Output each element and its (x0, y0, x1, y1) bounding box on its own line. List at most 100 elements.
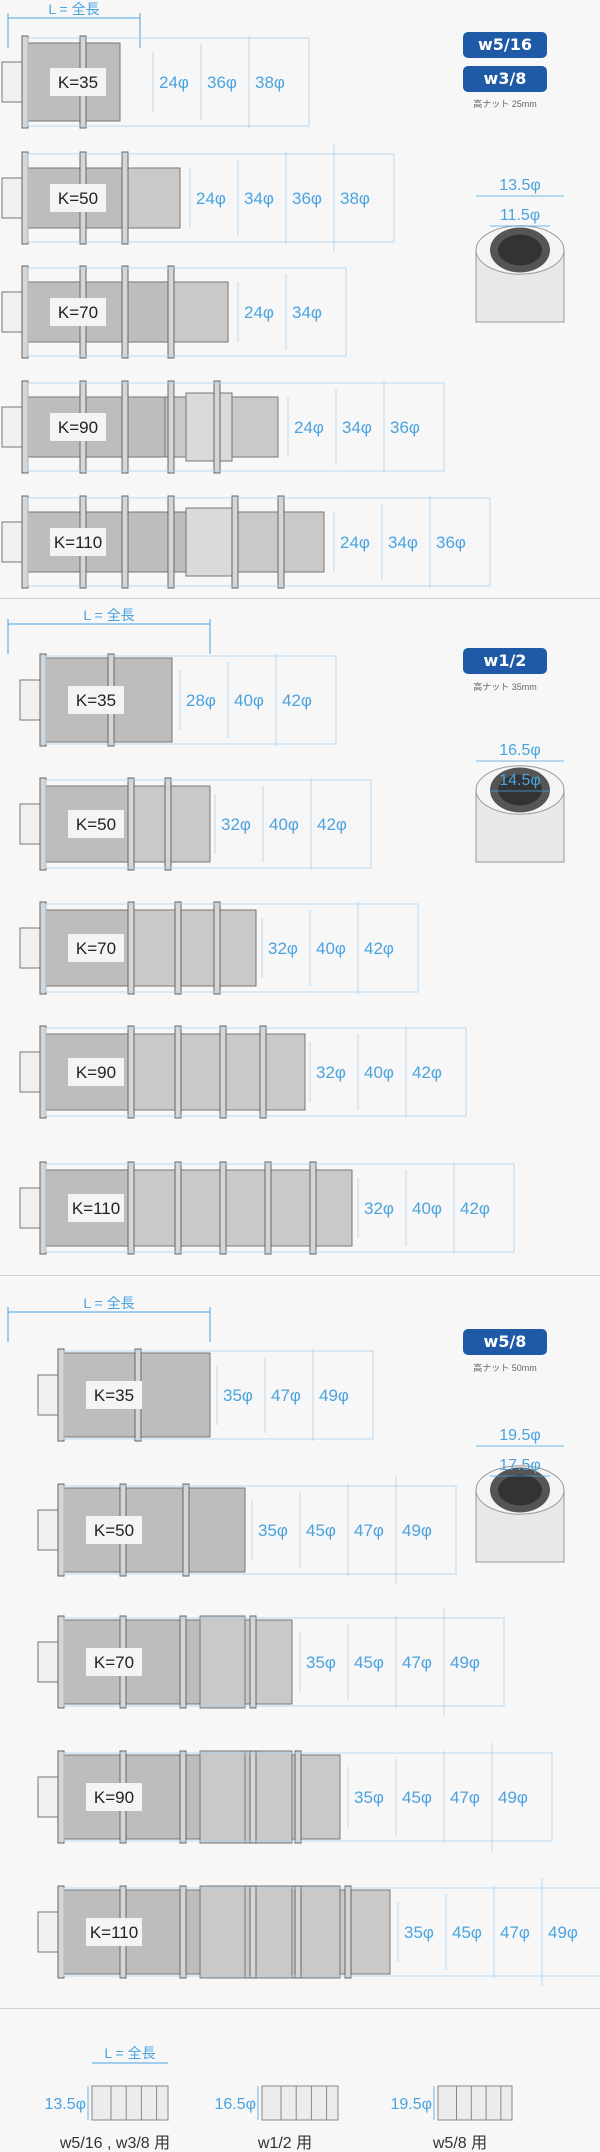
flange (219, 1025, 227, 1119)
diameter-label: 34φ (342, 418, 372, 437)
diameter-label: 45φ (354, 1653, 384, 1672)
flange (213, 901, 221, 995)
k-label: K=90 (76, 1063, 116, 1082)
section-divider (0, 2008, 600, 2009)
k-label-box (50, 184, 106, 212)
nut-height-note: 高ナット 25mm (473, 99, 537, 109)
diameter-label: 49φ (498, 1788, 528, 1807)
body-segment (129, 1169, 353, 1247)
flange (121, 380, 129, 474)
diameter-label: 24φ (244, 303, 274, 322)
size-badge-w5-8: w5/8 (463, 1329, 547, 1355)
flange (39, 777, 47, 871)
footer-diameter-label: 16.5φ (214, 2096, 256, 2113)
flange (127, 1161, 135, 1255)
k-label-box (50, 298, 106, 326)
diameter-label: 32φ (268, 939, 298, 958)
diameter-label: 47φ (271, 1386, 301, 1405)
nut-outer-diameter: 13.5φ (499, 177, 541, 194)
flange (127, 901, 135, 995)
dimension-guide (45, 655, 337, 745)
diameter-label: 49φ (450, 1653, 480, 1672)
diameter-label: 35φ (306, 1653, 336, 1672)
diameter-label: 32φ (316, 1063, 346, 1082)
flange (57, 1483, 65, 1577)
diameter-label: 47φ (354, 1521, 384, 1540)
flange (121, 151, 129, 245)
flange (121, 495, 129, 589)
footer-caption: w5/8 用 (432, 2135, 487, 2152)
diameter-label: 45φ (452, 1923, 482, 1942)
dimension-guide (45, 779, 372, 869)
k-label: K=90 (94, 1788, 134, 1807)
footer-caption: w1/2 用 (257, 2135, 312, 2152)
diameter-label: 49φ (548, 1923, 578, 1942)
flange (39, 1161, 47, 1255)
diameter-label: 40φ (269, 815, 299, 834)
dimension-guide (45, 1163, 515, 1253)
body-segment (231, 511, 279, 573)
diameter-label: 36φ (436, 533, 466, 552)
flange (174, 901, 182, 995)
diameter-label: 34φ (244, 189, 274, 208)
k-label: K=35 (94, 1386, 134, 1405)
body-segment (24, 281, 171, 343)
flange (57, 1615, 65, 1709)
flange (57, 1348, 65, 1442)
k-label-box (68, 686, 124, 714)
flange (39, 1025, 47, 1119)
flange (249, 1885, 257, 1979)
size-badge-w3-8: w3/8 (463, 66, 547, 92)
diameter-label: 49φ (319, 1386, 349, 1405)
flange (182, 1483, 190, 1577)
k-label: K=70 (58, 303, 98, 322)
flange (167, 265, 175, 359)
k-label: K=35 (58, 73, 98, 92)
flange (309, 1161, 317, 1255)
length-label: L = 全長 (83, 607, 134, 623)
flange (21, 265, 29, 359)
diameter-label: 42φ (460, 1199, 490, 1218)
flange (21, 35, 29, 129)
size-badge-w5-16: w5/16 (463, 32, 547, 58)
dimension-guide (27, 37, 310, 127)
flange (277, 495, 285, 589)
body-segment (231, 396, 279, 458)
diameter-label: 38φ (340, 189, 370, 208)
footer-length-label: L = 全長 (104, 2045, 155, 2061)
k-label: K=110 (72, 1199, 120, 1218)
flange (179, 1885, 187, 1979)
body-segment (169, 281, 229, 343)
dimension-guide (63, 1752, 553, 1842)
flange (294, 1750, 302, 1844)
k-label: K=35 (76, 691, 116, 710)
footer-caption: w5/16 , w3/8 用 (59, 2135, 170, 2152)
dimension-guide (45, 1027, 467, 1117)
body-segment (129, 1033, 306, 1111)
k-label-box (86, 1783, 142, 1811)
flange (167, 495, 175, 589)
section-divider (0, 1275, 600, 1276)
diameter-label: 24φ (294, 418, 324, 437)
k-label: K=50 (94, 1521, 134, 1540)
flange (39, 653, 47, 747)
k-label-box (86, 1918, 142, 1946)
diameter-label: 45φ (306, 1521, 336, 1540)
diameter-label: 35φ (258, 1521, 288, 1540)
body-segment (129, 909, 257, 987)
length-label: L = 全長 (48, 1, 99, 17)
diameter-label: 24φ (159, 73, 189, 92)
dimension-guide (63, 1617, 505, 1707)
flange (219, 1161, 227, 1255)
dimension-guide (27, 267, 347, 357)
fitting-body (261, 2085, 339, 2121)
